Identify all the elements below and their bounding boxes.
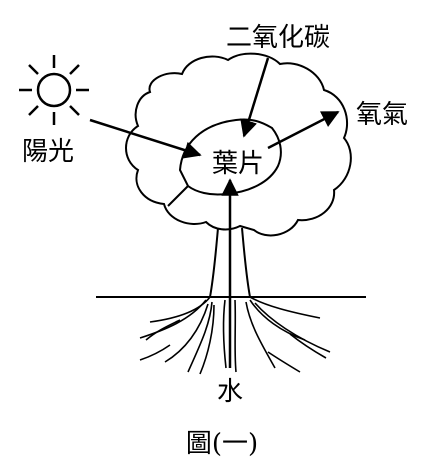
label-water: 水 [217,377,243,407]
sun-icon [19,55,89,125]
label-sunlight: 陽光 [22,137,74,167]
carbon-dioxide-arrow [240,57,270,138]
oxygen-arrow [267,110,340,150]
figure-caption: 圖(一) [186,429,258,459]
leaf-stem [167,185,189,207]
label-oxygen: 氧氣 [356,100,408,130]
label-leaf: 葉片 [212,149,264,179]
tree-trunk [209,227,251,298]
leaf-outline [178,118,282,196]
label-carbon-dioxide: 二氧化碳 [226,23,330,53]
tree-roots [139,296,331,375]
sunlight-arrow [89,118,202,159]
tree-crown [125,52,352,237]
